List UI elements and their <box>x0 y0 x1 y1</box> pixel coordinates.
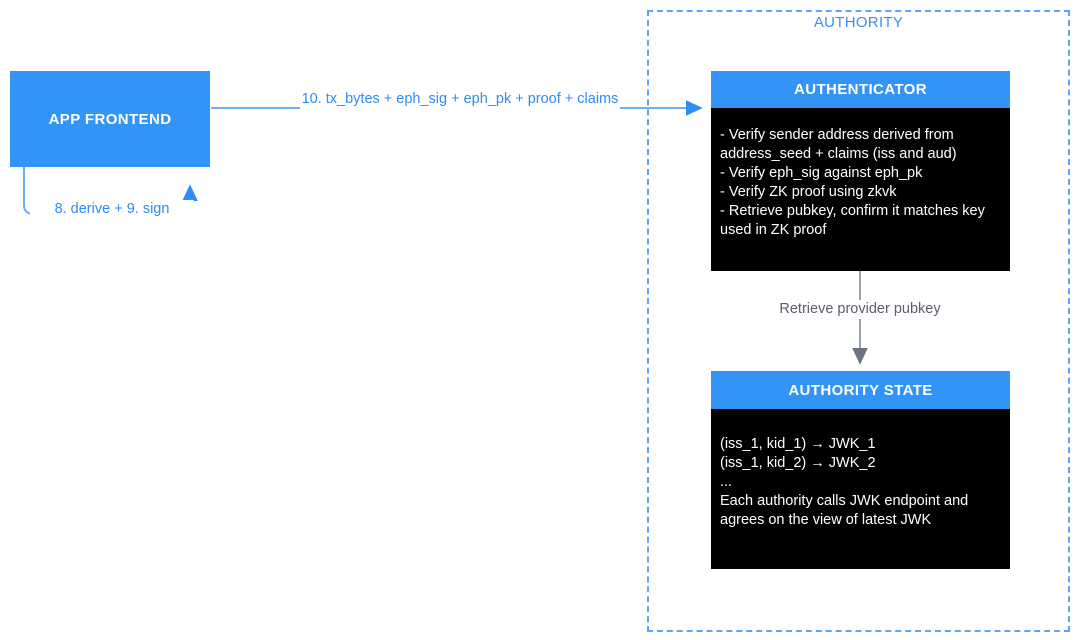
node-authority-state[interactable]: AUTHORITY STATE (iss_1, kid_1) → JWK_1 (… <box>711 371 1010 569</box>
authority-group-boundary <box>647 10 1070 632</box>
node-authenticator-body: - Verify sender address derived from add… <box>711 108 1010 271</box>
node-app-frontend[interactable]: APP FRONTEND <box>10 71 210 167</box>
node-app-frontend-label: APP FRONTEND <box>48 110 172 128</box>
node-authority-state-header: AUTHORITY STATE <box>711 371 1010 409</box>
edge-label-frontend-to-authenticator: 10. tx_bytes + eph_sig + eph_pk + proof … <box>300 90 620 109</box>
authority-group-label: AUTHORITY <box>813 14 904 31</box>
edge-label-frontend-selfloop: 8. derive + 9. sign <box>30 200 194 219</box>
node-authenticator-header: AUTHENTICATOR <box>711 71 1010 108</box>
node-authority-state-body: (iss_1, kid_1) → JWK_1 (iss_1, kid_2) → … <box>711 409 1010 569</box>
edge-label-retrieve-provider-pubkey: Retrieve provider pubkey <box>774 300 946 319</box>
node-authenticator[interactable]: AUTHENTICATOR - Verify sender address de… <box>711 71 1010 271</box>
